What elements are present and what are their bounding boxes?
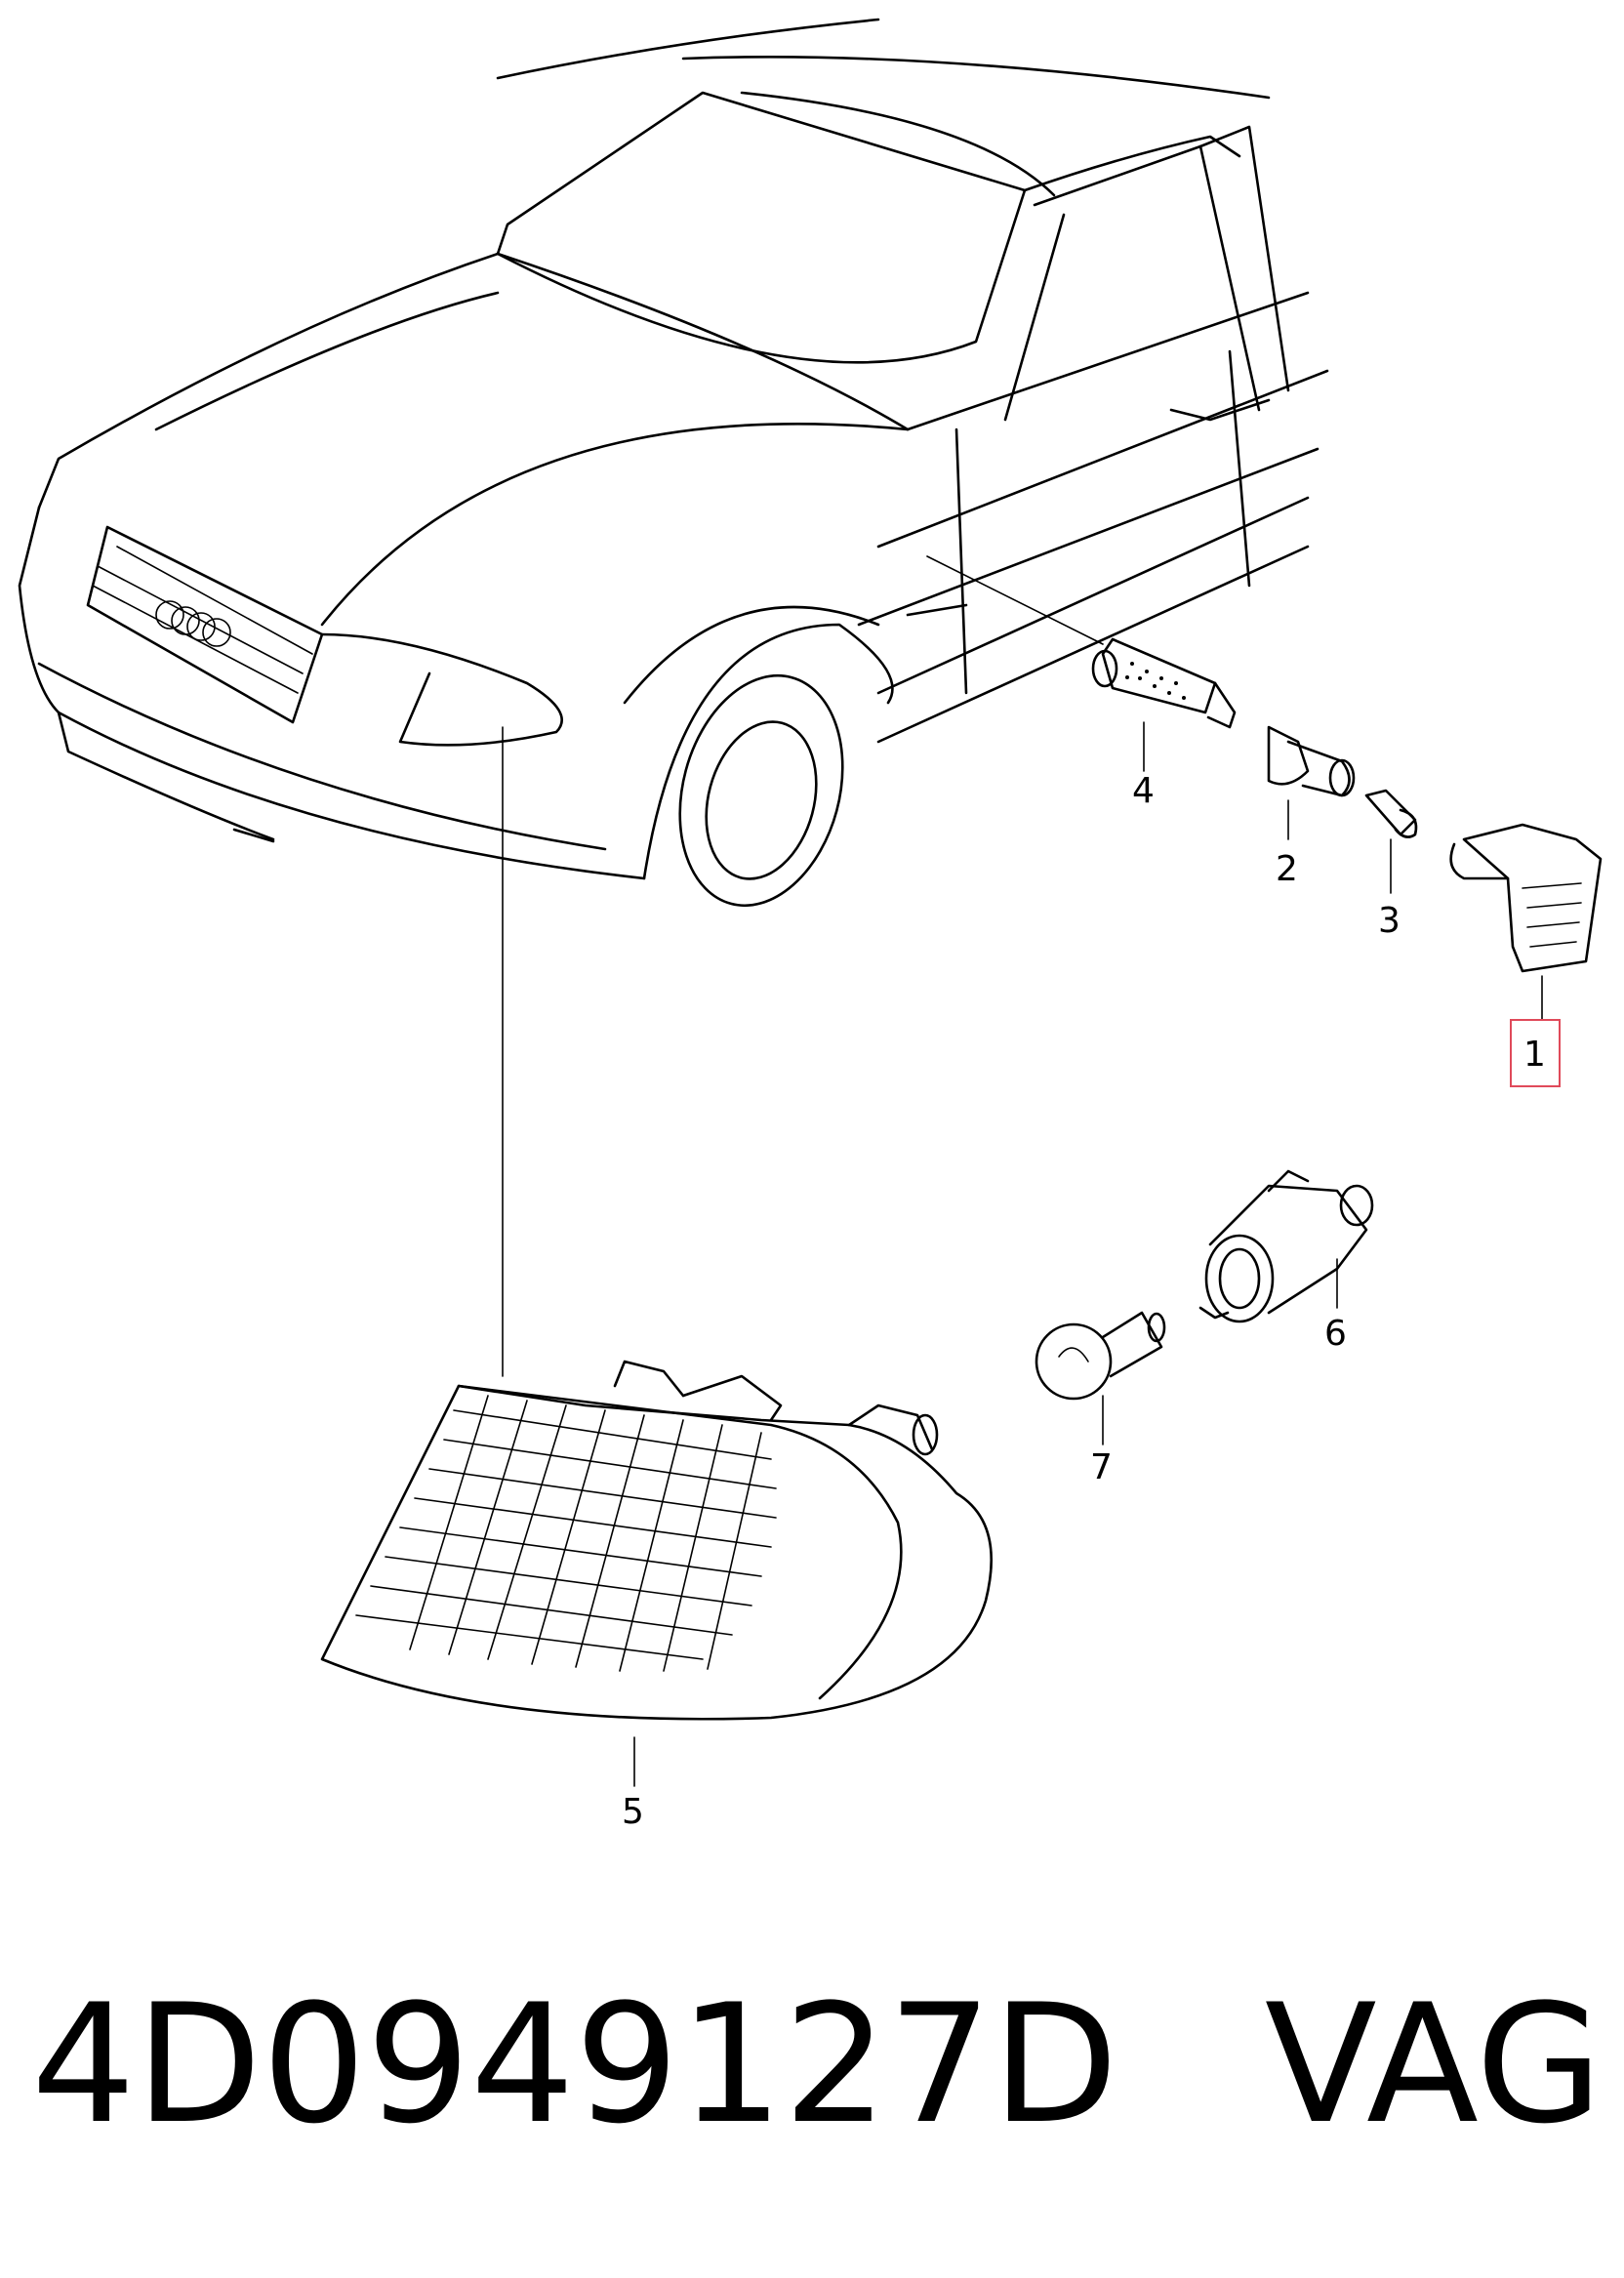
car-illustration (18, 18, 1329, 908)
part-4-bulb-holder (1091, 637, 1237, 729)
leader-line-4 (926, 555, 1104, 645)
label-6[interactable]: 6 (1324, 1314, 1347, 1354)
label-3[interactable]: 3 (1378, 901, 1401, 941)
label-2[interactable]: 2 (1276, 849, 1298, 889)
part-5-corner-lamp (320, 1360, 993, 1721)
label-7[interactable]: 7 (1090, 1447, 1113, 1487)
brand-name: VAG (1264, 1969, 1604, 2160)
label-4[interactable]: 4 (1132, 771, 1155, 811)
highlight-box-1 (1510, 1019, 1561, 1087)
label-5[interactable]: 5 (622, 1792, 644, 1832)
part-number: 4D0949127D (31, 1969, 1118, 2160)
part-7-bulb (1035, 1311, 1166, 1401)
part-2-socket (1267, 725, 1356, 797)
label-1[interactable]: 1 (1523, 1035, 1546, 1075)
part-6-bulb-socket (1198, 1169, 1374, 1323)
caption: 4D0949127D VAG (31, 1952, 1603, 2176)
part-1-side-marker (1449, 823, 1603, 973)
part-3-wedge-bulb (1364, 789, 1418, 838)
